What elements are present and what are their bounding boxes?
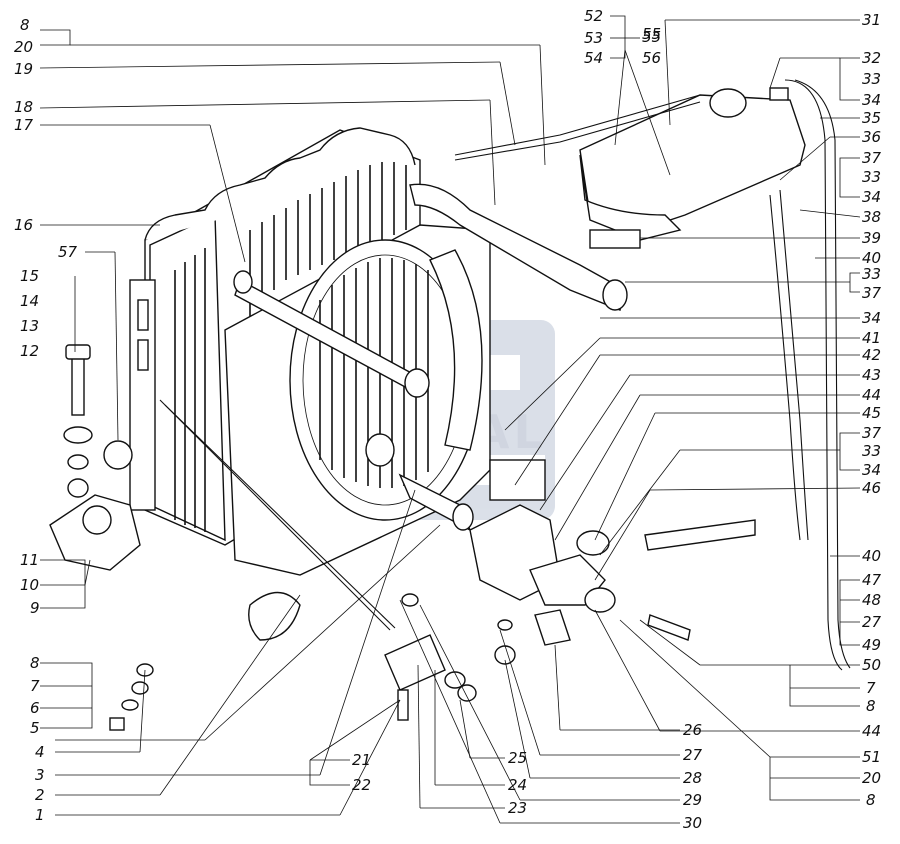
callout-label: 39 xyxy=(862,229,881,247)
callout-label: 18 xyxy=(14,98,33,116)
callout-label: 48 xyxy=(862,591,881,609)
callout-label: 54 xyxy=(584,49,603,67)
callout-label: 15 xyxy=(20,267,39,285)
callout-label: 41 xyxy=(862,329,881,347)
callout-label: 28 xyxy=(683,769,702,787)
callout-label: 22 xyxy=(352,776,371,794)
callout-label: 8 xyxy=(866,791,876,809)
callout-label: 9 xyxy=(30,599,40,617)
callout-label: 50 xyxy=(862,656,881,674)
callout-label: 49 xyxy=(862,636,881,654)
callout-label: 7 xyxy=(30,677,40,695)
callout-label: 40 xyxy=(862,249,881,267)
callout-label: 8 xyxy=(30,654,40,672)
callout-label: 27 xyxy=(862,613,882,631)
callout-label: 40 xyxy=(862,547,881,565)
callout-labels-bottom: 21 22 24 23 25 26 27 28 29 30 xyxy=(352,721,703,832)
callout-label: 33 xyxy=(862,265,881,283)
callout-label: 17 xyxy=(14,116,34,134)
callout-label: 42 xyxy=(862,346,881,364)
callout-label: 25 xyxy=(508,749,527,767)
callout-label: 20 xyxy=(862,769,881,787)
callout-label: 4 xyxy=(35,743,45,761)
callout-label: 55 xyxy=(642,25,661,43)
callout-label: 1 xyxy=(35,806,45,824)
leader-lines xyxy=(39,15,861,824)
callout-label: 35 xyxy=(862,109,881,127)
callout-label: 16 xyxy=(14,216,33,234)
callout-label: 31 xyxy=(862,11,881,29)
callout-label: 8 xyxy=(866,697,876,715)
callout-label: 55 xyxy=(642,28,661,46)
callout-label: 26 xyxy=(683,721,702,739)
callout-label: 6 xyxy=(30,699,40,717)
overflow-pipe xyxy=(454,79,851,671)
callout-label: 45 xyxy=(862,404,881,422)
callout-label: 57 xyxy=(58,243,78,261)
callout-label: 34 xyxy=(862,309,881,327)
callout-label: 27 xyxy=(683,746,703,764)
callout-labels-right: 31 32 33 34 35 36 37 33 34 38 39 40 33 3… xyxy=(862,11,882,809)
callout-label: 37 xyxy=(862,284,882,302)
callout-label: 32 xyxy=(862,49,881,67)
callout-label: 38 xyxy=(862,208,881,226)
callout-label: 5 xyxy=(30,719,40,737)
callout-label: 37 xyxy=(862,424,882,442)
callout-label: 53 xyxy=(584,29,603,47)
expansion-tank xyxy=(579,87,806,249)
callout-label: 14 xyxy=(20,292,39,310)
upper-hose xyxy=(233,270,430,398)
callout-label: 10 xyxy=(20,576,39,594)
callout-label: 46 xyxy=(862,479,881,497)
callout-label: 52 xyxy=(584,7,603,25)
callout-label: 43 xyxy=(862,366,881,384)
top-inlet-hose xyxy=(409,183,628,311)
callout-label: 2 xyxy=(35,786,45,804)
callout-label: 51 xyxy=(862,748,881,766)
callout-label: 33 xyxy=(862,70,881,88)
callout-label: 7 xyxy=(866,679,876,697)
callout-label: 24 xyxy=(508,776,527,794)
callout-label: 34 xyxy=(862,91,881,109)
callout-label: 33 xyxy=(862,442,881,460)
callout-label: 56 xyxy=(642,49,661,67)
callout-label: 13 xyxy=(20,317,39,335)
callout-label: 29 xyxy=(683,791,702,809)
water-pump-housing xyxy=(469,459,756,613)
callout-label: 20 xyxy=(14,38,33,56)
callout-label: 37 xyxy=(862,149,882,167)
callout-label: 19 xyxy=(14,60,33,78)
callout-label: 34 xyxy=(862,188,881,206)
callout-label: 23 xyxy=(508,799,527,817)
callout-label: 8 xyxy=(20,16,30,34)
callout-label: 12 xyxy=(20,342,39,360)
callout-label: 30 xyxy=(683,814,702,832)
callout-label: 11 xyxy=(20,551,39,569)
callout-label: 34 xyxy=(862,461,881,479)
lower-hose xyxy=(365,433,474,532)
callout-labels-top: 52 55 53 55 54 56 xyxy=(584,7,661,67)
callout-label: 3 xyxy=(35,766,45,784)
callout-label: 36 xyxy=(862,128,881,146)
callout-label: 44 xyxy=(862,386,881,404)
callout-label: 44 xyxy=(862,722,881,740)
callout-label: 21 xyxy=(352,751,371,769)
callout-labels-left: 8 20 19 18 17 16 57 15 14 13 12 11 10 9 … xyxy=(14,16,78,824)
callout-label: 47 xyxy=(862,571,882,589)
fasteners xyxy=(49,344,691,731)
callout-label: 33 xyxy=(862,168,881,186)
